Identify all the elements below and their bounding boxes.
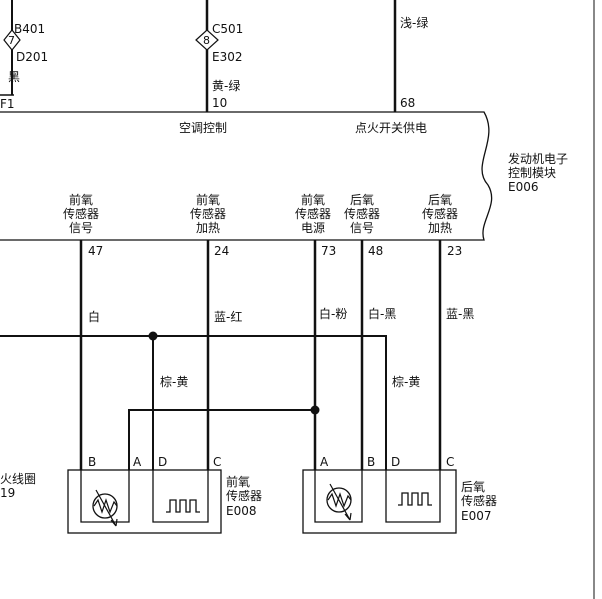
label-rear-signal-3: 信号	[350, 221, 374, 235]
ecu-label-ac-control: 空调控制	[179, 121, 227, 135]
rear-pin-a: A	[320, 455, 329, 469]
rear-heater-frame	[385, 470, 441, 523]
wire-color-blue-red: 蓝-红	[214, 309, 242, 324]
front-element-frame	[80, 470, 130, 523]
connector-b401: B401	[14, 22, 45, 36]
ecu-name-line2: 控制模块	[508, 166, 556, 180]
connector-d201: D201	[16, 50, 48, 64]
label-front-heat-2: 传感器	[190, 206, 226, 221]
front-heater-frame	[152, 470, 209, 523]
label-front-signal-2: 传感器	[63, 206, 99, 221]
label-front-heat-3: 加热	[196, 221, 220, 235]
label-rear-signal-2: 传感器	[344, 206, 380, 221]
wire-color-brown-yellow-rear: 棕-黄	[392, 374, 420, 389]
rear-sensor-box	[302, 469, 457, 534]
front-sensor-name-1: 前氧	[226, 474, 250, 489]
front-pin-c: C	[213, 455, 221, 469]
label-front-heat-1: 前氧	[196, 192, 220, 207]
wire-color-black-top: 黑	[8, 70, 20, 84]
pin-48: 48	[368, 244, 383, 258]
connector-8	[195, 29, 219, 51]
rear-pin-b: B	[367, 455, 375, 469]
ecu-name-line1: 发动机电子	[508, 151, 568, 166]
rear-pin-d: D	[391, 455, 400, 469]
connector-7	[3, 29, 21, 51]
junction-lower	[310, 405, 320, 415]
rear-element-arrow	[329, 483, 352, 521]
rear-pin-c: C	[446, 455, 454, 469]
wire-bus-upper	[0, 335, 387, 470]
pin-68: 68	[400, 96, 415, 110]
label-power-1: 前氧	[301, 192, 325, 207]
label-front-signal-3: 信号	[69, 221, 93, 235]
wire-color-white-pink: 白-粉	[319, 306, 347, 321]
label-rear-signal-1: 后氧	[350, 193, 374, 207]
front-element-arrow	[95, 489, 118, 527]
rear-element-zigzag	[327, 492, 352, 508]
front-pin-a: A	[133, 455, 142, 469]
wire-color-yellow-green: 黄-绿	[212, 78, 240, 93]
front-sensor-code: E008	[226, 504, 257, 518]
rear-sensor-name-1: 后氧	[461, 480, 485, 494]
connector-8-pin: 8	[203, 34, 210, 47]
pin-10: 10	[212, 96, 227, 110]
wire-bus-lower	[128, 409, 315, 470]
wire-color-blue-black: 蓝-黑	[446, 307, 474, 321]
left-fragment-line2: 19	[0, 486, 15, 500]
label-front-signal-1: 前氧	[69, 192, 93, 207]
wire-color-lightgreen: 浅-绿	[400, 15, 428, 30]
front-sensor-name-2: 传感器	[226, 488, 262, 503]
front-heater-icon	[166, 499, 200, 513]
rear-element-frame	[314, 470, 363, 523]
front-pin-b: B	[88, 455, 96, 469]
rear-sensor-code: E007	[461, 509, 492, 523]
wire-color-white: 白	[88, 309, 100, 324]
label-power-3: 电源	[301, 221, 325, 235]
label-rear-heat-2: 传感器	[422, 206, 458, 221]
wire-color-brown-yellow-front: 棕-黄	[160, 374, 188, 389]
ecu-box	[0, 111, 493, 241]
connector-e302: E302	[212, 50, 243, 64]
front-element-zigzag	[93, 498, 118, 514]
connector-c501: C501	[212, 22, 243, 36]
ecu-code: E006	[508, 180, 539, 194]
front-sensor-box	[67, 469, 222, 534]
left-fragment-line1: 火线圈	[0, 472, 36, 486]
label-rear-heat-1: 后氧	[428, 193, 452, 207]
pin-47: 47	[88, 244, 103, 258]
rear-heater-icon	[398, 492, 432, 506]
wire-color-white-black: 白-黑	[368, 306, 396, 321]
front-pin-d: D	[158, 455, 167, 469]
label-rear-heat-3: 加热	[428, 221, 452, 235]
rear-sensor-name-2: 传感器	[461, 493, 497, 508]
pin-23: 23	[447, 244, 462, 258]
label-power-2: 传感器	[295, 206, 331, 221]
connector-7-pin: 7	[8, 34, 15, 47]
ground-label: F1	[0, 97, 15, 111]
pin-24: 24	[214, 244, 229, 258]
ecu-label-ign-supply: 点火开关供电	[355, 121, 427, 135]
pin-73: 73	[321, 244, 336, 258]
